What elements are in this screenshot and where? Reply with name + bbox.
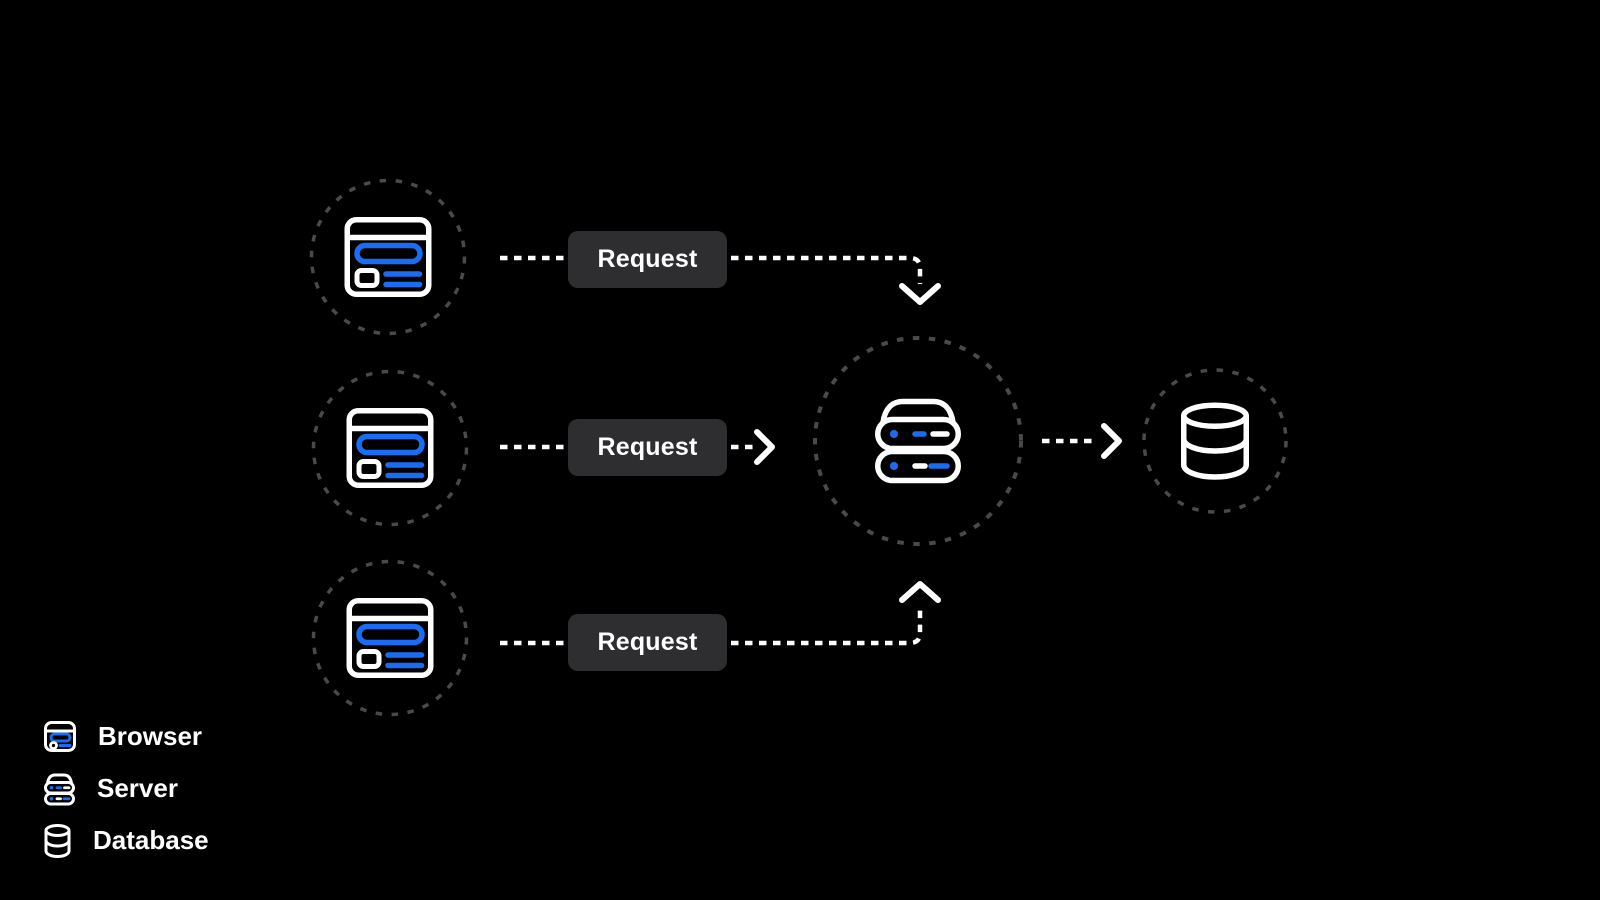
request-badge-1: Request bbox=[568, 231, 727, 288]
database-icon bbox=[1181, 402, 1249, 480]
browser-icon bbox=[346, 598, 434, 678]
browser-node-3 bbox=[311, 559, 469, 717]
arrowhead-up-icon bbox=[899, 581, 941, 603]
browser-node-1 bbox=[309, 178, 467, 336]
legend-item-browser: Browser bbox=[44, 719, 209, 754]
request-badge-3: Request bbox=[568, 614, 727, 671]
legend-label: Database bbox=[93, 825, 209, 855]
request-label: Request bbox=[597, 245, 698, 273]
database-node bbox=[1142, 368, 1288, 514]
dashed-circle bbox=[309, 178, 467, 336]
database-icon bbox=[44, 823, 71, 858]
legend-label: Browser bbox=[98, 721, 203, 751]
request-label: Request bbox=[597, 433, 698, 461]
request-badge-2: Request bbox=[568, 419, 727, 476]
dashed-circle bbox=[311, 369, 469, 527]
dashed-circle bbox=[311, 559, 469, 717]
legend: Browser Server bbox=[44, 719, 209, 858]
arrowhead-right-icon bbox=[1101, 423, 1122, 459]
dashed-circle bbox=[813, 336, 1023, 546]
legend-label: Server bbox=[97, 773, 178, 803]
legend-item-database: Database bbox=[44, 823, 209, 858]
arrowhead-down-icon bbox=[899, 283, 941, 305]
browser-node-2 bbox=[311, 369, 469, 527]
server-node bbox=[813, 336, 1023, 546]
server-icon bbox=[44, 773, 75, 806]
browser-icon bbox=[344, 217, 432, 297]
arrow-request1-to-server bbox=[731, 255, 923, 284]
arrow-request3-to-server bbox=[731, 610, 923, 646]
server-icon bbox=[875, 398, 961, 484]
browser-icon bbox=[44, 721, 76, 752]
dashed-circle bbox=[1142, 368, 1288, 514]
arrowhead-right-icon bbox=[754, 429, 775, 465]
browser-icon bbox=[346, 408, 434, 488]
request-label: Request bbox=[597, 628, 698, 656]
legend-item-server: Server bbox=[44, 771, 209, 806]
